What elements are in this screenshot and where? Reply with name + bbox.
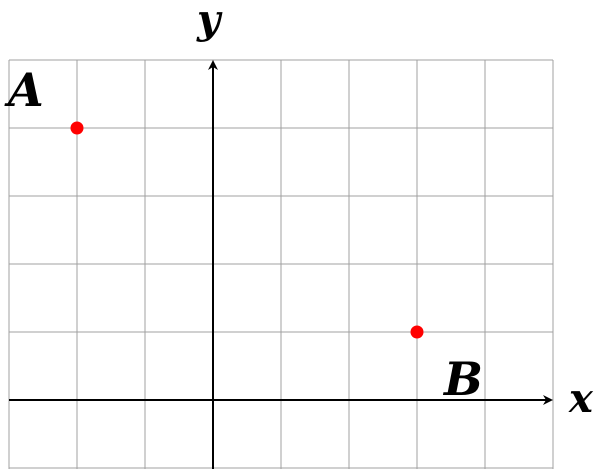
points: A B [4, 63, 483, 406]
point-a-label: A [4, 63, 44, 117]
x-axis-arrowhead [543, 395, 553, 405]
point-b [410, 325, 424, 339]
axes: x y [9, 0, 594, 469]
y-axis-label: y [196, 0, 223, 43]
grid [8, 59, 554, 469]
point-b-label: B [442, 352, 483, 406]
y-axis-arrowhead [208, 60, 218, 70]
x-axis-label: x [568, 375, 594, 422]
point-a [70, 121, 84, 135]
